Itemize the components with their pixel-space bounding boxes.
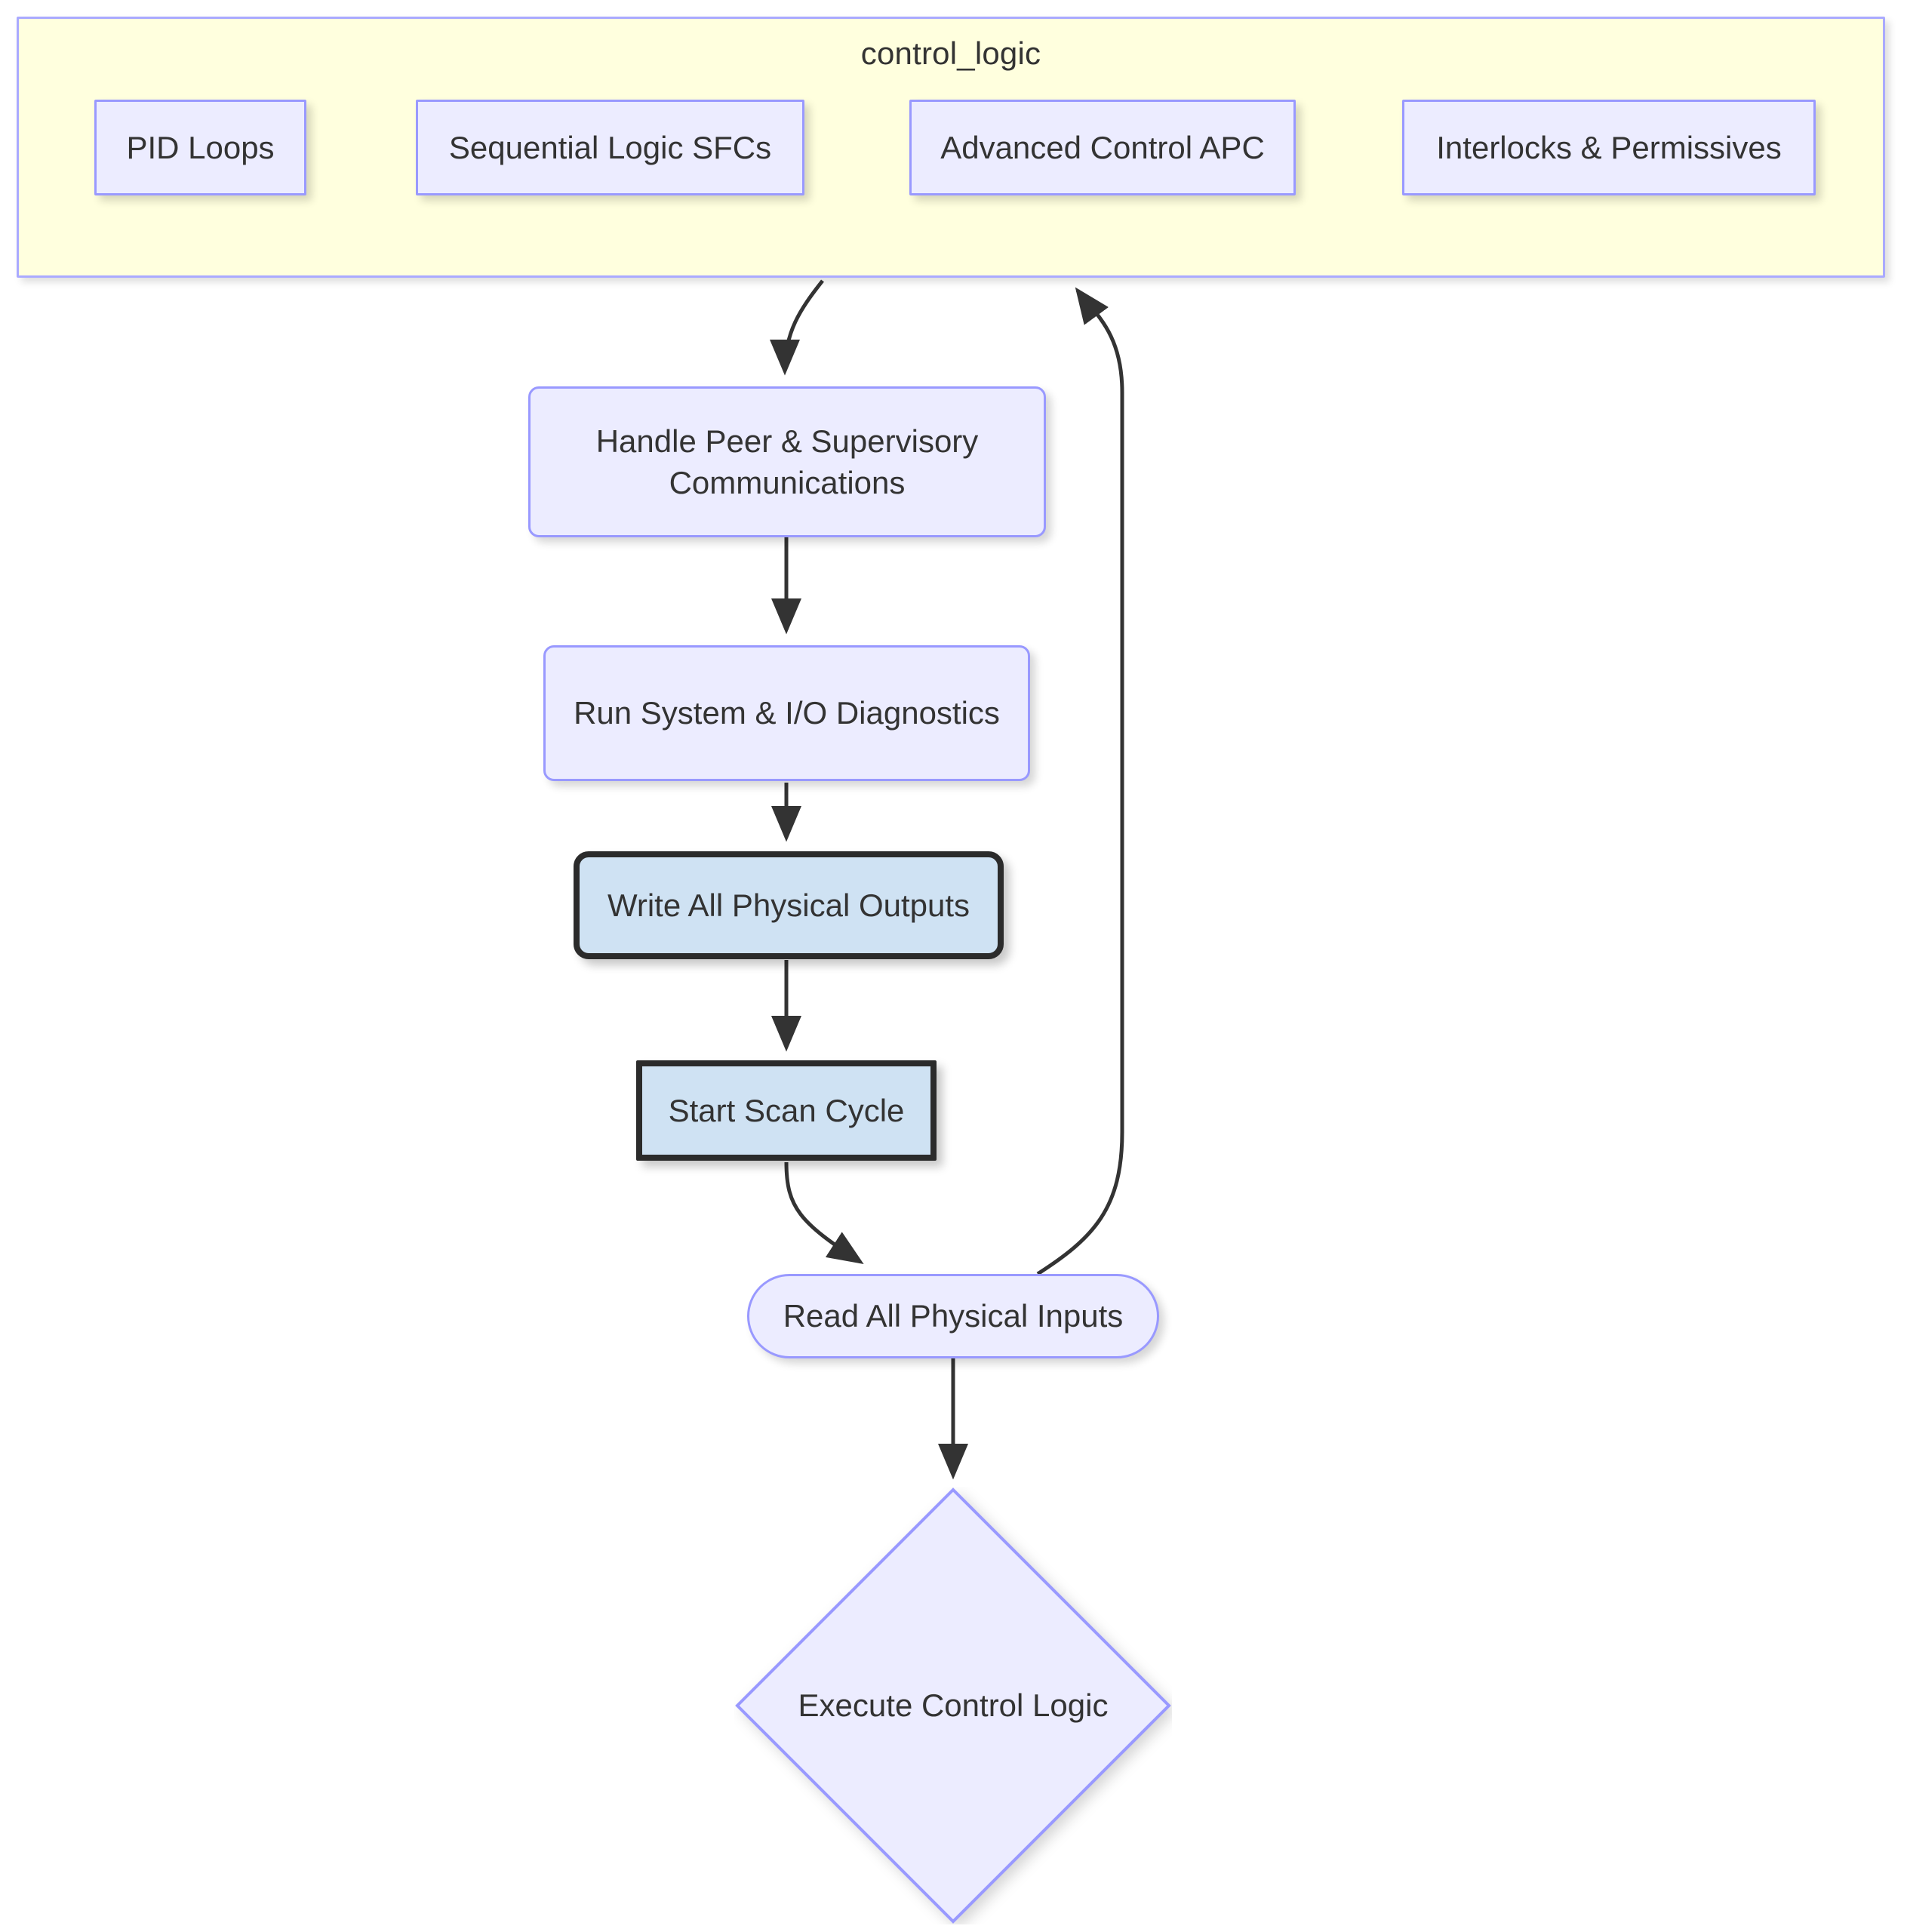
node-interlocks-permissives[interactable]: Interlocks & Permissives — [1402, 100, 1816, 195]
node-handle-peer-supervisory-communications-label: Handle Peer & Supervisory Communications — [595, 423, 979, 500]
node-read-all-physical-inputs[interactable]: Read All Physical Inputs — [747, 1274, 1159, 1358]
node-pid-loops-label: PID Loops — [126, 129, 275, 165]
node-write-all-physical-outputs[interactable]: Write All Physical Outputs — [574, 851, 1004, 959]
node-interlocks-permissives-label: Interlocks & Permissives — [1436, 129, 1782, 165]
node-sequential-logic-sfcs[interactable]: Sequential Logic SFCs — [416, 100, 804, 195]
node-sequential-logic-sfcs-label: Sequential Logic SFCs — [448, 129, 772, 165]
node-handle-peer-supervisory-communications[interactable]: Handle Peer & Supervisory Communications — [528, 386, 1046, 537]
node-read-all-physical-inputs-label: Read All Physical Inputs — [783, 1298, 1124, 1334]
node-write-all-physical-outputs-label: Write All Physical Outputs — [607, 887, 970, 923]
node-start-scan-cycle-label: Start Scan Cycle — [668, 1092, 905, 1128]
node-run-system-io-diagnostics[interactable]: Run System & I/O Diagnostics — [543, 645, 1030, 781]
edge-start-to-read — [784, 1161, 864, 1264]
subgraph-title: control_logic — [860, 35, 1041, 71]
node-start-scan-cycle[interactable]: Start Scan Cycle — [636, 1060, 937, 1161]
edge-read-to-controllogic — [1036, 287, 1124, 1276]
edge-controllogic-to-comms — [770, 279, 824, 376]
node-advanced-control-apc-label: Advanced Control APC — [940, 129, 1265, 165]
node-run-system-io-diagnostics-label: Run System & I/O Diagnostics — [574, 695, 1000, 731]
diamond-shape — [735, 1487, 1171, 1924]
node-advanced-control-apc[interactable]: Advanced Control APC — [909, 100, 1296, 195]
node-pid-loops[interactable]: PID Loops — [94, 100, 306, 195]
node-execute-control-logic[interactable]: Execute Control Logic — [734, 1487, 1172, 1924]
